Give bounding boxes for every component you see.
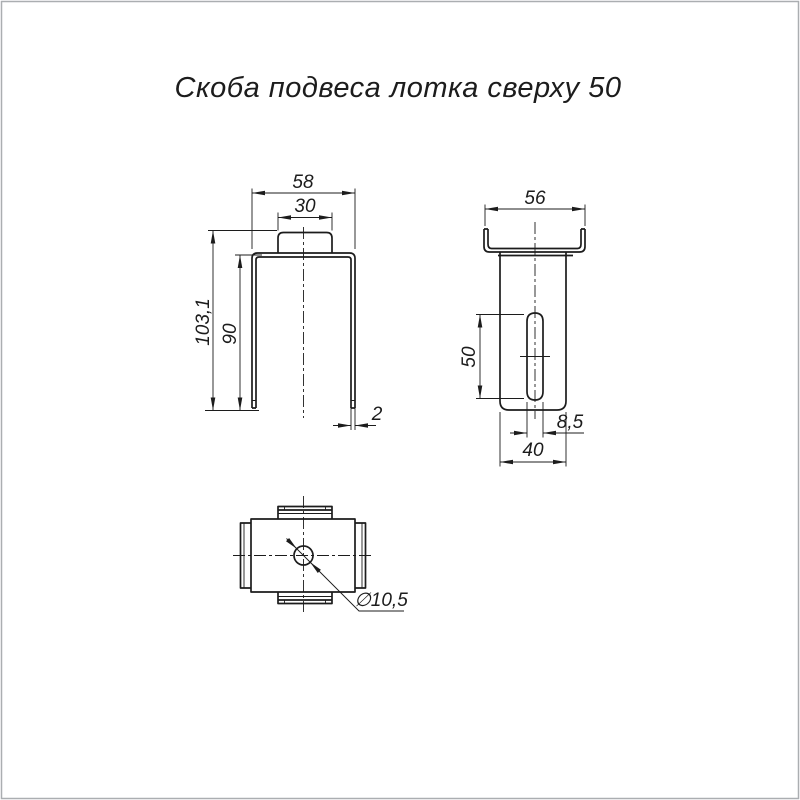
plan-bottom-tab-bend-lines [278, 596, 332, 604]
drawing-title: Скоба подвеса лотка сверху 50 [175, 72, 622, 104]
front-body-inner-line [255, 256, 352, 408]
side-dim-slot-width-label: 8,5 [557, 412, 584, 433]
side-dim-slot-length-label: 50 [459, 346, 480, 368]
front-tab-outline [277, 231, 333, 253]
front-dim-tab-width: 30 [277, 196, 333, 231]
front-dim-height-total-label: 103,1 [193, 298, 214, 346]
front-dim-height-leg-label: 90 [220, 323, 241, 345]
front-dim-thickness-label: 2 [371, 404, 383, 425]
side-dim-width-lips: 56 [484, 188, 586, 226]
bottom-view: ∅10,5 [233, 496, 408, 612]
front-dim-width-outer: 58 [251, 172, 356, 249]
plan-bottom-tab-outline [277, 592, 333, 605]
plan-hole-circle [293, 545, 314, 566]
side-dim-width-lips-label: 56 [524, 188, 546, 209]
plan-dim-hole-diameter: ∅10,5 [286, 538, 408, 612]
side-dim-slot-length: 50 [459, 314, 524, 399]
front-dim-tab-width-label: 30 [294, 196, 316, 217]
front-dim-thickness: 2 [333, 404, 383, 430]
front-dim-height-total: 103,1 [193, 230, 277, 411]
plan-left-foot-outline [239, 522, 251, 589]
front-view: 58 30 103,1 90 2 [193, 172, 383, 430]
plan-right-foot-outline [355, 522, 367, 589]
side-dim-body-width: 40 [499, 412, 567, 467]
front-dim-height-leg: 90 [220, 254, 262, 411]
side-flange-inner [487, 229, 582, 250]
plan-body-outline [250, 518, 356, 593]
front-body-outline [251, 252, 356, 408]
side-flange-outer [483, 229, 586, 253]
side-body-outline [499, 252, 567, 411]
side-dim-slot-width: 8,5 [510, 402, 584, 438]
side-slot-outline [526, 312, 544, 401]
plan-top-tab-bend-lines [278, 506, 332, 514]
plan-dim-hole-diameter-label: ∅10,5 [354, 590, 408, 611]
side-dim-body-width-label: 40 [522, 440, 544, 461]
side-view: 56 50 8,5 40 [459, 188, 586, 467]
front-dim-width-outer-label: 58 [292, 172, 314, 193]
plan-top-tab-outline [277, 505, 333, 519]
